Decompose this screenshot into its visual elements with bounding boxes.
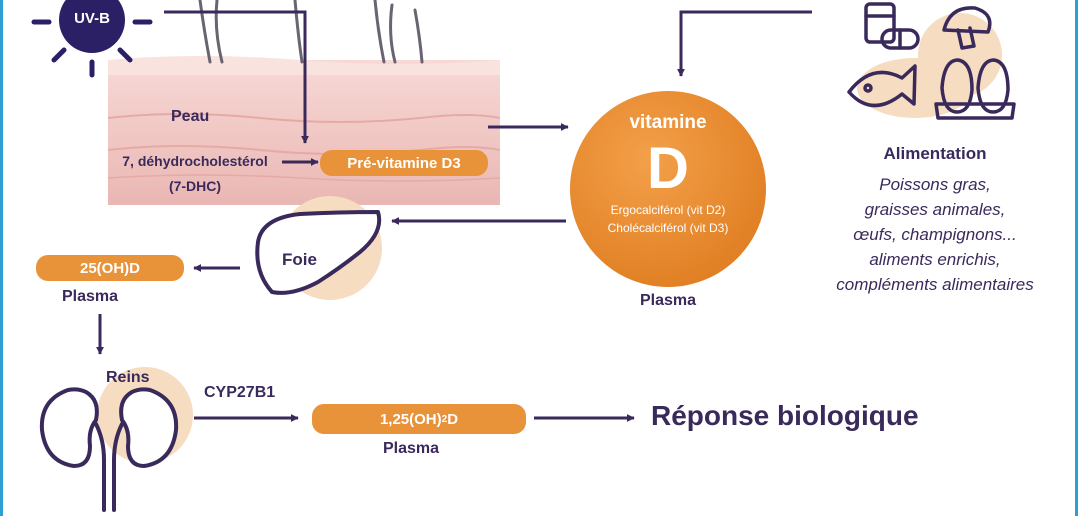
vitamin-word: vitamine — [629, 112, 707, 133]
precursor-abbrev: (7-DHC) — [168, 178, 222, 194]
calcitriol-prefix: 1,25(OH) — [379, 410, 442, 428]
vitamin-d-circle — [570, 91, 766, 287]
25ohd-plasma-caption: Plasma — [62, 288, 119, 305]
enzyme-label: CYP27B1 — [204, 384, 276, 401]
connector-arrows — [96, 10, 812, 422]
frame-border-right — [1075, 0, 1078, 516]
25ohd-pill: 25(OH)D — [36, 255, 184, 281]
precursor-name: 7, déhydrocholestérol — [122, 153, 268, 169]
hair-strands — [198, 0, 424, 64]
arrow-uv-to-skin — [164, 10, 309, 144]
calcitriol-plasma-caption: Plasma — [383, 440, 440, 457]
vitamin-d3-label: Cholécalciférol (vit D3) — [607, 221, 729, 235]
kidneys-label: Reins — [106, 369, 150, 386]
uvb-label: UV-B — [74, 10, 110, 27]
vitamin-letter: D — [647, 136, 689, 201]
calcitriol-suffix: D — [447, 410, 459, 428]
food-title: Alimentation — [883, 144, 987, 163]
skin-label: Peau — [171, 108, 210, 125]
food-item: aliments enrichis, — [869, 250, 1001, 269]
food-item: œufs, champignons... — [853, 225, 1017, 244]
food-item: Poissons gras, — [879, 175, 991, 194]
food-list: Poissons gras, graisses animales, œufs, … — [800, 172, 1070, 297]
vitamin-plasma-caption: Plasma — [639, 292, 697, 309]
calcitriol-subscript: 2 — [441, 413, 448, 425]
food-item: compléments alimentaires — [836, 275, 1034, 294]
previtamin-d3-pill: Pré-vitamine D3 — [320, 150, 488, 176]
liver-illustration — [255, 196, 382, 300]
food-illustration — [847, 2, 1016, 120]
food-item: graisses animales, — [864, 200, 1006, 219]
liver-label: Foie — [282, 250, 317, 269]
frame-border-left — [0, 0, 3, 516]
vitamin-d2-label: Ergocalciférol (vit D2) — [610, 203, 726, 217]
kidneys-illustration — [39, 367, 193, 512]
sun-icon — [31, 0, 153, 78]
arrow-food-to-vitamin — [677, 10, 812, 77]
biological-response-label: Réponse biologique — [651, 400, 919, 431]
